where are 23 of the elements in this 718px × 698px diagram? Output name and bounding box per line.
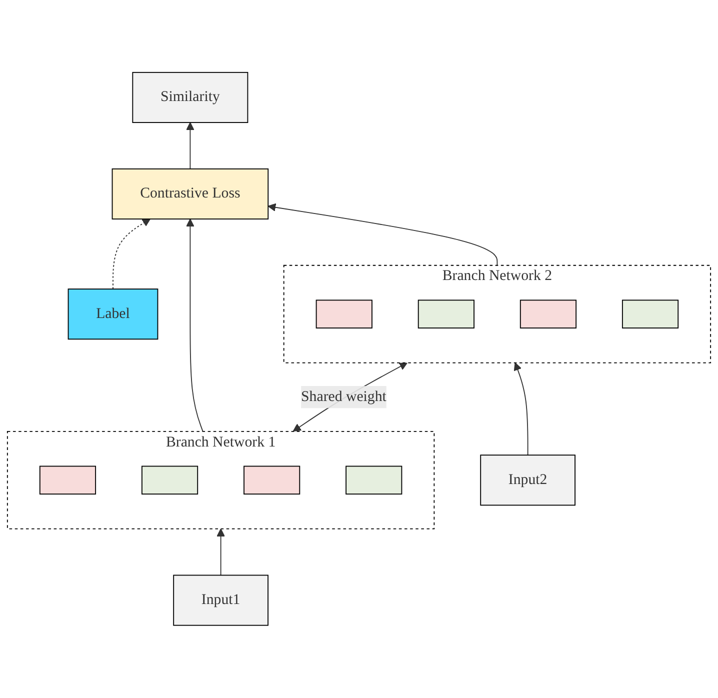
node-box xyxy=(346,466,402,495)
arrow xyxy=(186,218,204,432)
arrow xyxy=(186,122,194,170)
node-box: Input2 xyxy=(480,454,576,506)
arrow xyxy=(292,362,408,432)
node-box: Label xyxy=(68,288,158,340)
cluster: Branch Network 2 xyxy=(283,265,712,364)
arrow xyxy=(216,528,225,576)
node-box xyxy=(316,300,372,329)
arrow xyxy=(268,203,498,266)
node-box xyxy=(418,300,474,329)
arrow xyxy=(112,218,150,290)
node-box xyxy=(520,300,577,329)
node-box: Similarity xyxy=(132,72,248,124)
cluster: Branch Network 1 xyxy=(6,431,435,530)
node-box xyxy=(244,466,300,495)
edge-label: Shared weight xyxy=(301,388,386,405)
arrow xyxy=(514,362,528,456)
node-box: Input1 xyxy=(173,574,268,626)
node-box xyxy=(39,466,96,495)
node-box xyxy=(141,466,198,495)
node-box: Contrastive Loss xyxy=(112,168,269,220)
node-box xyxy=(622,300,679,329)
